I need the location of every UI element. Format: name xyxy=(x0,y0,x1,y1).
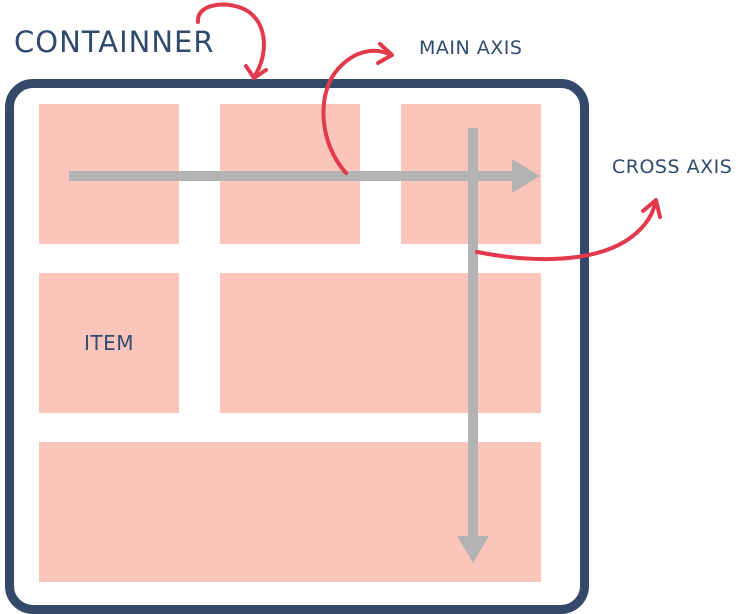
flex-item-3 xyxy=(401,104,541,244)
flex-item-5 xyxy=(220,273,541,413)
flex-item-1 xyxy=(39,104,179,244)
flex-item-6 xyxy=(39,442,541,582)
item-label: ITEM xyxy=(83,331,134,355)
container-label: CONTAINNER xyxy=(14,25,215,59)
cross-axis-label: CROSS AXIS xyxy=(612,156,733,178)
flex-item-4: ITEM xyxy=(39,273,179,413)
main-axis-label: MAIN AXIS xyxy=(419,37,523,59)
flex-item-2 xyxy=(220,104,360,244)
